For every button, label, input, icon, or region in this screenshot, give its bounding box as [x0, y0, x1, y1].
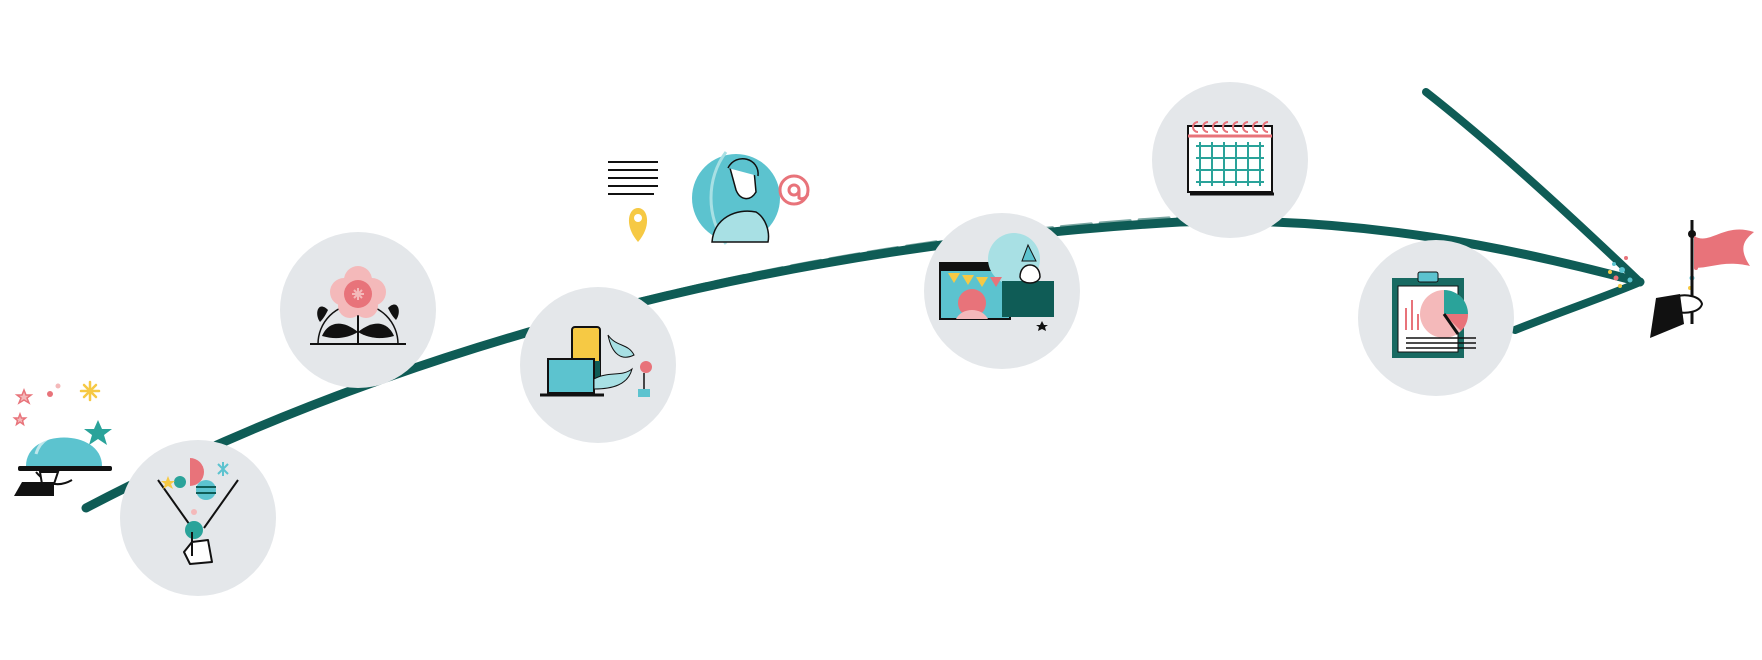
step-devices — [520, 287, 676, 443]
calendar-icon — [1187, 121, 1274, 196]
arrow-lower-stroke — [1511, 278, 1644, 334]
funnel-click-icon — [157, 458, 239, 565]
step-contact — [608, 151, 810, 245]
video-celebration-icon — [939, 233, 1054, 331]
service-cloche-icon — [12, 380, 112, 496]
step-circle — [120, 440, 276, 596]
goal-flag-icon — [1608, 220, 1754, 338]
step-report — [1358, 240, 1514, 396]
global-contact-icon — [608, 151, 810, 245]
clipboard-report-icon — [1392, 271, 1476, 358]
flower-growth-icon — [310, 266, 406, 345]
step-discover — [120, 440, 276, 596]
arrow-upper-stroke — [1422, 88, 1644, 286]
step-nurture — [280, 232, 436, 388]
step-celebrate — [924, 213, 1080, 369]
step-schedule — [1152, 82, 1308, 238]
devices-plant-icon — [540, 326, 652, 397]
